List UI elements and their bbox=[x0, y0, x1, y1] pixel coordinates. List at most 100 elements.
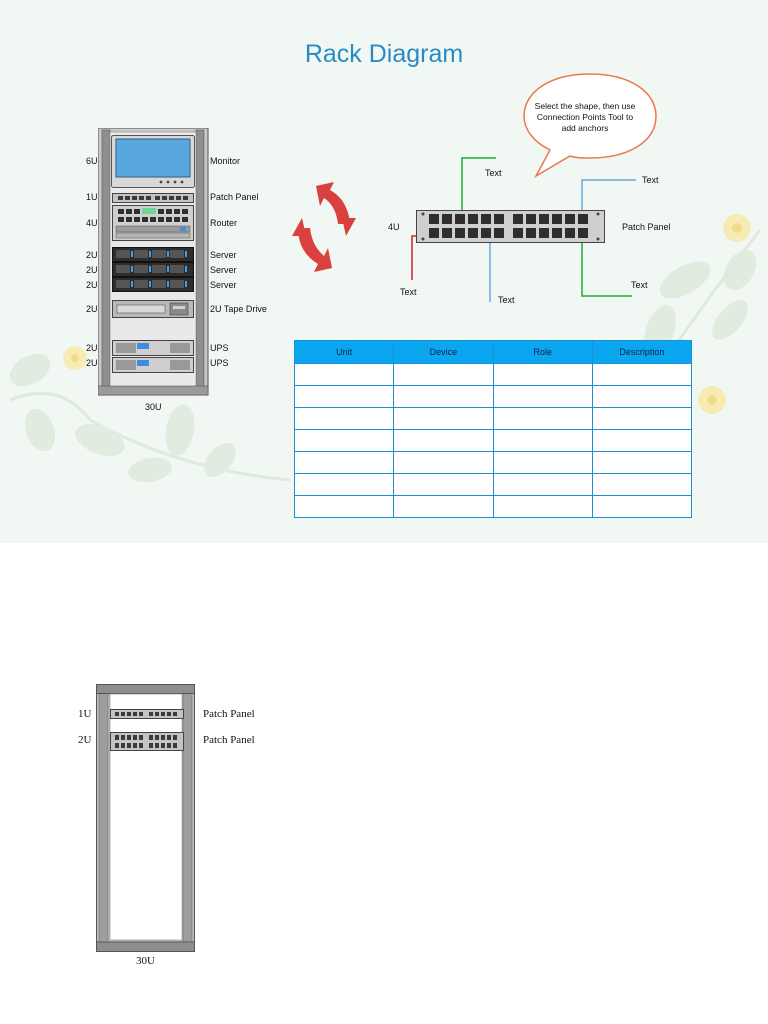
patch-port bbox=[429, 228, 439, 238]
table-cell[interactable] bbox=[492, 407, 593, 430]
patch-port bbox=[468, 228, 478, 238]
rack1-device-name-ups-1: UPS bbox=[210, 343, 229, 353]
rack2-unit-label-2: 2U bbox=[78, 734, 92, 746]
rack2-device-name-1: Patch Panel bbox=[203, 708, 255, 720]
table-cell[interactable] bbox=[393, 407, 494, 430]
patch-port bbox=[552, 214, 562, 224]
table-cell[interactable] bbox=[393, 429, 494, 452]
patch-panel-1u-device bbox=[112, 193, 194, 203]
table-header-row: Unit Device Role Description bbox=[293, 340, 693, 364]
patch-port bbox=[578, 228, 588, 238]
connector-text-label-top: Text bbox=[485, 168, 502, 178]
connector-text-label-right: Text bbox=[642, 175, 659, 185]
table-cell[interactable] bbox=[591, 473, 693, 496]
router-device bbox=[112, 205, 194, 241]
rack1-size-label: 30U bbox=[145, 402, 162, 412]
callout-bubble bbox=[523, 73, 657, 179]
patch-port bbox=[526, 214, 536, 224]
rack1-unit-label-server-1: 2U bbox=[86, 250, 98, 260]
table-cell[interactable] bbox=[492, 451, 593, 474]
table-cell[interactable] bbox=[492, 363, 593, 386]
patch-port bbox=[455, 214, 465, 224]
rack1-unit-label-monitor: 6U bbox=[86, 156, 98, 166]
patch-port bbox=[578, 214, 588, 224]
table-header-role: Role bbox=[492, 340, 593, 364]
monitor-device bbox=[111, 135, 195, 188]
table-cell[interactable] bbox=[393, 363, 494, 386]
table-cell[interactable] bbox=[492, 495, 593, 518]
table-cell[interactable] bbox=[293, 495, 395, 518]
callout-text: Select the shape, then use Connection Po… bbox=[534, 101, 636, 133]
table-header-unit: Unit bbox=[293, 340, 395, 364]
table-row bbox=[293, 385, 693, 408]
table-header-device: Device bbox=[393, 340, 494, 364]
patch-port bbox=[565, 214, 575, 224]
table-cell[interactable] bbox=[293, 429, 395, 452]
rack1-device-name-patch-panel: Patch Panel bbox=[210, 192, 259, 202]
patch-port bbox=[481, 214, 491, 224]
table-row bbox=[293, 363, 693, 386]
patch-port bbox=[494, 214, 504, 224]
rack1-unit-label-server-2: 2U bbox=[86, 265, 98, 275]
server-stack-devices bbox=[112, 247, 194, 292]
table-row bbox=[293, 429, 693, 452]
connector-text-label-left: Text bbox=[400, 287, 417, 297]
patch-detail-name-label: Patch Panel bbox=[622, 222, 671, 232]
table-header-description: Description bbox=[591, 340, 693, 364]
table-cell[interactable] bbox=[591, 429, 693, 452]
table-cell[interactable] bbox=[293, 363, 395, 386]
table-cell[interactable] bbox=[492, 429, 593, 452]
table-cell[interactable] bbox=[591, 451, 693, 474]
patch-port bbox=[552, 228, 562, 238]
patch-port bbox=[494, 228, 504, 238]
page-title: Rack Diagram bbox=[304, 40, 464, 68]
rack1-unit-label-patch-panel: 1U bbox=[86, 192, 98, 202]
patch-panel-detail bbox=[411, 157, 636, 302]
table-row bbox=[293, 473, 693, 496]
table-row bbox=[293, 451, 693, 474]
table-cell[interactable] bbox=[393, 385, 494, 408]
green-connector-top bbox=[461, 157, 496, 210]
patch-port bbox=[513, 214, 523, 224]
rack1-device-name-tape-drive: 2U Tape Drive bbox=[210, 304, 267, 314]
table-cell[interactable] bbox=[293, 473, 395, 496]
green-connector-bottom bbox=[581, 230, 632, 297]
table-cell[interactable] bbox=[591, 407, 693, 430]
rack1-device-name-server-2: Server bbox=[210, 265, 237, 275]
table-cell[interactable] bbox=[492, 385, 593, 408]
table-cell[interactable] bbox=[591, 385, 693, 408]
rack1-device-name-ups-2: UPS bbox=[210, 358, 229, 368]
rack1-device-name-monitor: Monitor bbox=[210, 156, 241, 166]
patch-detail-unit-label: 4U bbox=[388, 222, 400, 232]
patch-port bbox=[539, 214, 549, 224]
rack1-unit-label-ups-2: 2U bbox=[86, 358, 98, 368]
rack1-unit-label-ups-1: 2U bbox=[86, 343, 98, 353]
table-row bbox=[293, 495, 693, 518]
patch-port bbox=[526, 228, 536, 238]
table-cell[interactable] bbox=[492, 473, 593, 496]
device-table: Unit Device Role Description bbox=[293, 340, 693, 518]
rack1-unit-label-router: 4U bbox=[86, 218, 98, 228]
patch-port bbox=[539, 228, 549, 238]
table-cell[interactable] bbox=[293, 385, 395, 408]
rack2-size-label: 30U bbox=[136, 955, 155, 967]
ups-devices bbox=[112, 340, 194, 373]
rack1-device-name-router: Router bbox=[210, 218, 238, 228]
rack1-unit-label-server-3: 2U bbox=[86, 280, 98, 290]
table-cell[interactable] bbox=[393, 495, 494, 518]
table-cell[interactable] bbox=[591, 495, 693, 518]
rack-2 bbox=[96, 684, 195, 952]
table-cell[interactable] bbox=[393, 473, 494, 496]
server-unit bbox=[112, 247, 194, 262]
patch-port bbox=[442, 214, 452, 224]
table-cell[interactable] bbox=[591, 363, 693, 386]
refresh-arrows-icon bbox=[292, 182, 356, 272]
table-cell[interactable] bbox=[293, 451, 395, 474]
patch-port bbox=[513, 228, 523, 238]
rack2-patch-panel-1u bbox=[110, 709, 184, 719]
table-cell[interactable] bbox=[393, 451, 494, 474]
tape-drive-device bbox=[112, 300, 194, 318]
table-cell[interactable] bbox=[293, 407, 395, 430]
patch-port bbox=[429, 214, 439, 224]
